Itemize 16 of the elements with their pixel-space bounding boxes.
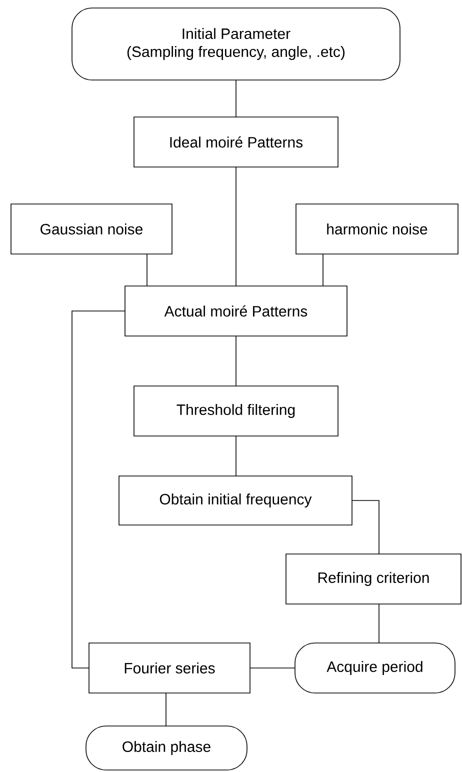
input-box: Gaussian noise bbox=[10, 204, 172, 254]
terminal-box: Acquire period bbox=[294, 642, 456, 694]
process-box: Fourier series bbox=[88, 642, 250, 694]
connector-line bbox=[352, 500, 380, 554]
connector-line bbox=[322, 254, 324, 286]
end-terminal: Obtain phase bbox=[86, 726, 248, 770]
connector-line bbox=[146, 254, 148, 286]
input-box: harmonic noise bbox=[296, 204, 458, 254]
start-terminal: Initial Parameter (Sampling frequency, angle, .etc) bbox=[72, 8, 400, 80]
process-box: Threshold filtering bbox=[134, 386, 338, 436]
process-box: Refining criterion bbox=[286, 554, 462, 604]
process-box: Obtain initial frequency bbox=[118, 476, 352, 526]
connector-line bbox=[72, 310, 126, 668]
process-box: Ideal moiré Patterns bbox=[134, 116, 338, 168]
process-box: Actual moiré Patterns bbox=[124, 286, 348, 336]
connector-line bbox=[378, 604, 380, 644]
